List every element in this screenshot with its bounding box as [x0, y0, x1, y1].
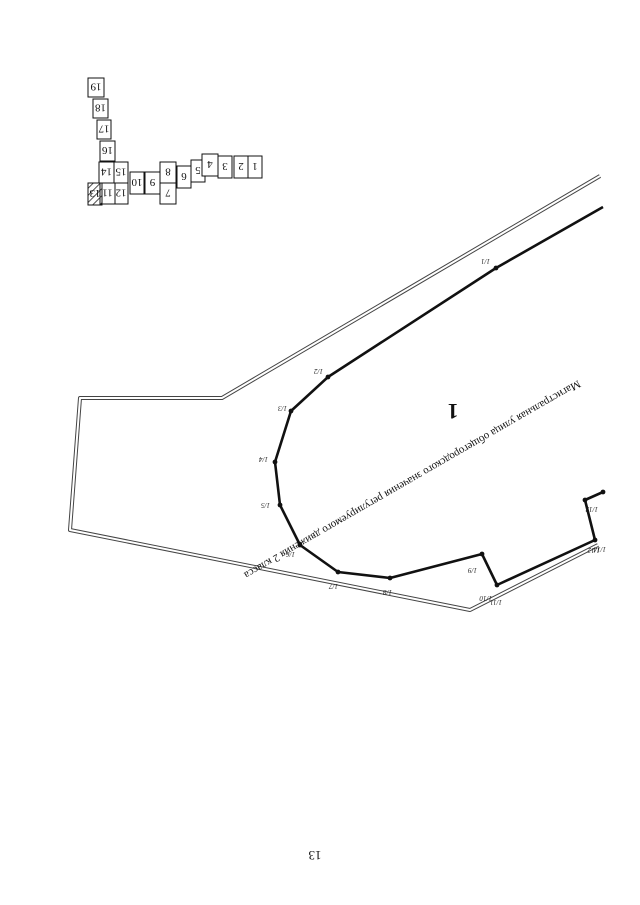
- vertex-label: 1/9: [468, 566, 477, 574]
- index-sheet-label: 17: [98, 123, 110, 135]
- vertex-label: 1/14: [593, 545, 606, 553]
- vertex-label: 1/8: [383, 588, 392, 596]
- vertex-point: [325, 374, 331, 380]
- parcel-boundary-line: [273, 205, 604, 587]
- index-sheet-label: 6: [181, 170, 187, 182]
- index-sheet-label: 10: [131, 176, 143, 188]
- vertex-label: 1/5: [261, 501, 270, 509]
- vertex-point: [335, 569, 341, 575]
- vertex-point: [288, 408, 294, 414]
- index-sheet-label: 1: [252, 160, 258, 172]
- index-sheet-box: [87, 77, 105, 98]
- vertex-labels: 1/1 1/2 1/3 1/4 1/5 1/6 1/7 1/8 1/9 1/10…: [259, 257, 606, 606]
- index-sheet-box: [96, 119, 112, 140]
- index-sheet-label: 18: [95, 102, 107, 114]
- vertex-label: 1/7: [329, 582, 338, 590]
- index-sheet-label: 5: [195, 164, 201, 176]
- index-sheet-label: 9: [149, 176, 155, 188]
- index-sheet-box: [129, 171, 145, 195]
- vertex-label: 1/10: [479, 594, 492, 602]
- index-sheet-box: [217, 155, 233, 179]
- vertex-point: [592, 537, 598, 543]
- index-sheet-box: [247, 155, 263, 179]
- index-sheet-box: [99, 140, 116, 162]
- boundary-vertices: [272, 265, 606, 588]
- index-sheet-box: [87, 182, 103, 206]
- vertex-label: 1/1: [481, 257, 490, 265]
- vertex-point: [479, 551, 485, 557]
- page-number: 13: [309, 848, 322, 863]
- index-sheet-label: 8: [165, 166, 171, 178]
- vertex-label: 1/12: [587, 546, 600, 554]
- vertex-point: [582, 497, 588, 503]
- vertex-point: [277, 502, 283, 508]
- vertex-point: [493, 265, 499, 271]
- vertex-label: 1/4: [259, 455, 268, 463]
- vertex-label: 1/3: [278, 404, 287, 412]
- vertex-label: 1/11: [490, 598, 502, 606]
- index-sheet-box: [92, 98, 109, 119]
- index-sheet-label: 3: [222, 160, 228, 172]
- index-sheet-label: 14: [101, 166, 113, 178]
- index-sheet-label: 16: [102, 144, 114, 156]
- zone-number: 1: [448, 399, 459, 424]
- road-edge-inner: [69, 175, 601, 611]
- index-sheet-box: [159, 161, 177, 184]
- vertex-label: 1/6: [286, 550, 295, 558]
- vertex-label: 1/13: [585, 505, 598, 513]
- index-sheet-label: 7: [165, 187, 171, 199]
- vertex-point: [387, 575, 393, 581]
- index-sheet-label: 4: [207, 158, 213, 170]
- vertex-point: [494, 582, 500, 588]
- vertex-point: [297, 542, 303, 548]
- index-sheet-label: 2: [238, 160, 244, 172]
- index-sheet-label: 12: [116, 187, 127, 199]
- index-sheet-label: 11: [102, 187, 113, 199]
- vertex-label: 1/2: [314, 367, 323, 375]
- index-sheet-label: 15: [115, 166, 127, 178]
- index-sheet-label: 19: [90, 81, 102, 93]
- road-outline: [68, 174, 602, 612]
- index-sheet-label: 13: [89, 187, 101, 199]
- vertex-point: [600, 489, 606, 495]
- vertex-point: [272, 459, 278, 465]
